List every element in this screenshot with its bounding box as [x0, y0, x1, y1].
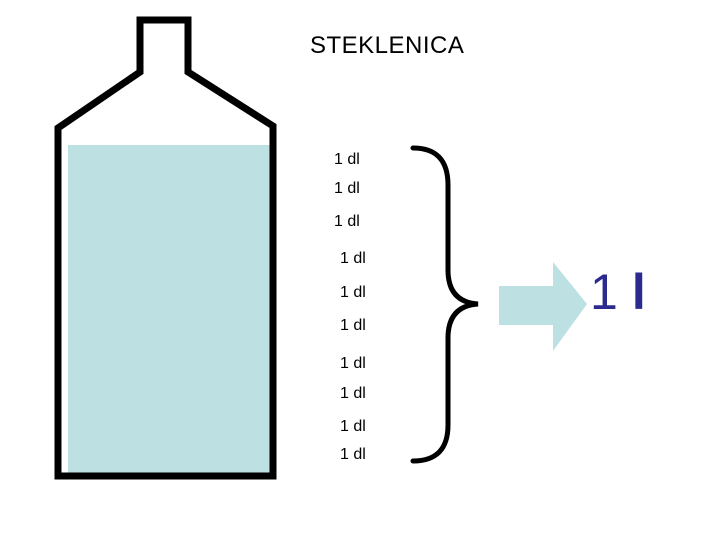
result-number: 1 [590, 264, 632, 320]
measure-label: 1 dl [340, 446, 366, 463]
result-unit: l [631, 264, 660, 320]
diagram-title: STEKLENICA [310, 32, 465, 59]
water-fill [68, 145, 271, 475]
measure-label: 1 dl [340, 317, 366, 334]
measure-label: 1 dl [340, 250, 366, 267]
right-arrow-icon [499, 262, 587, 351]
right-curly-brace-icon [410, 145, 479, 464]
bottle-outline [54, 16, 277, 480]
measure-label: 1 dl [334, 180, 360, 197]
measure-label: 1 dl [340, 284, 366, 301]
measure-label: 1 dl [340, 385, 366, 402]
measure-label: 1 dl [334, 151, 360, 168]
measure-label: 1 dl [340, 418, 366, 435]
measure-label: 1 dl [340, 355, 366, 372]
result-value: 1l [590, 262, 660, 322]
measure-label: 1 dl [334, 213, 360, 230]
